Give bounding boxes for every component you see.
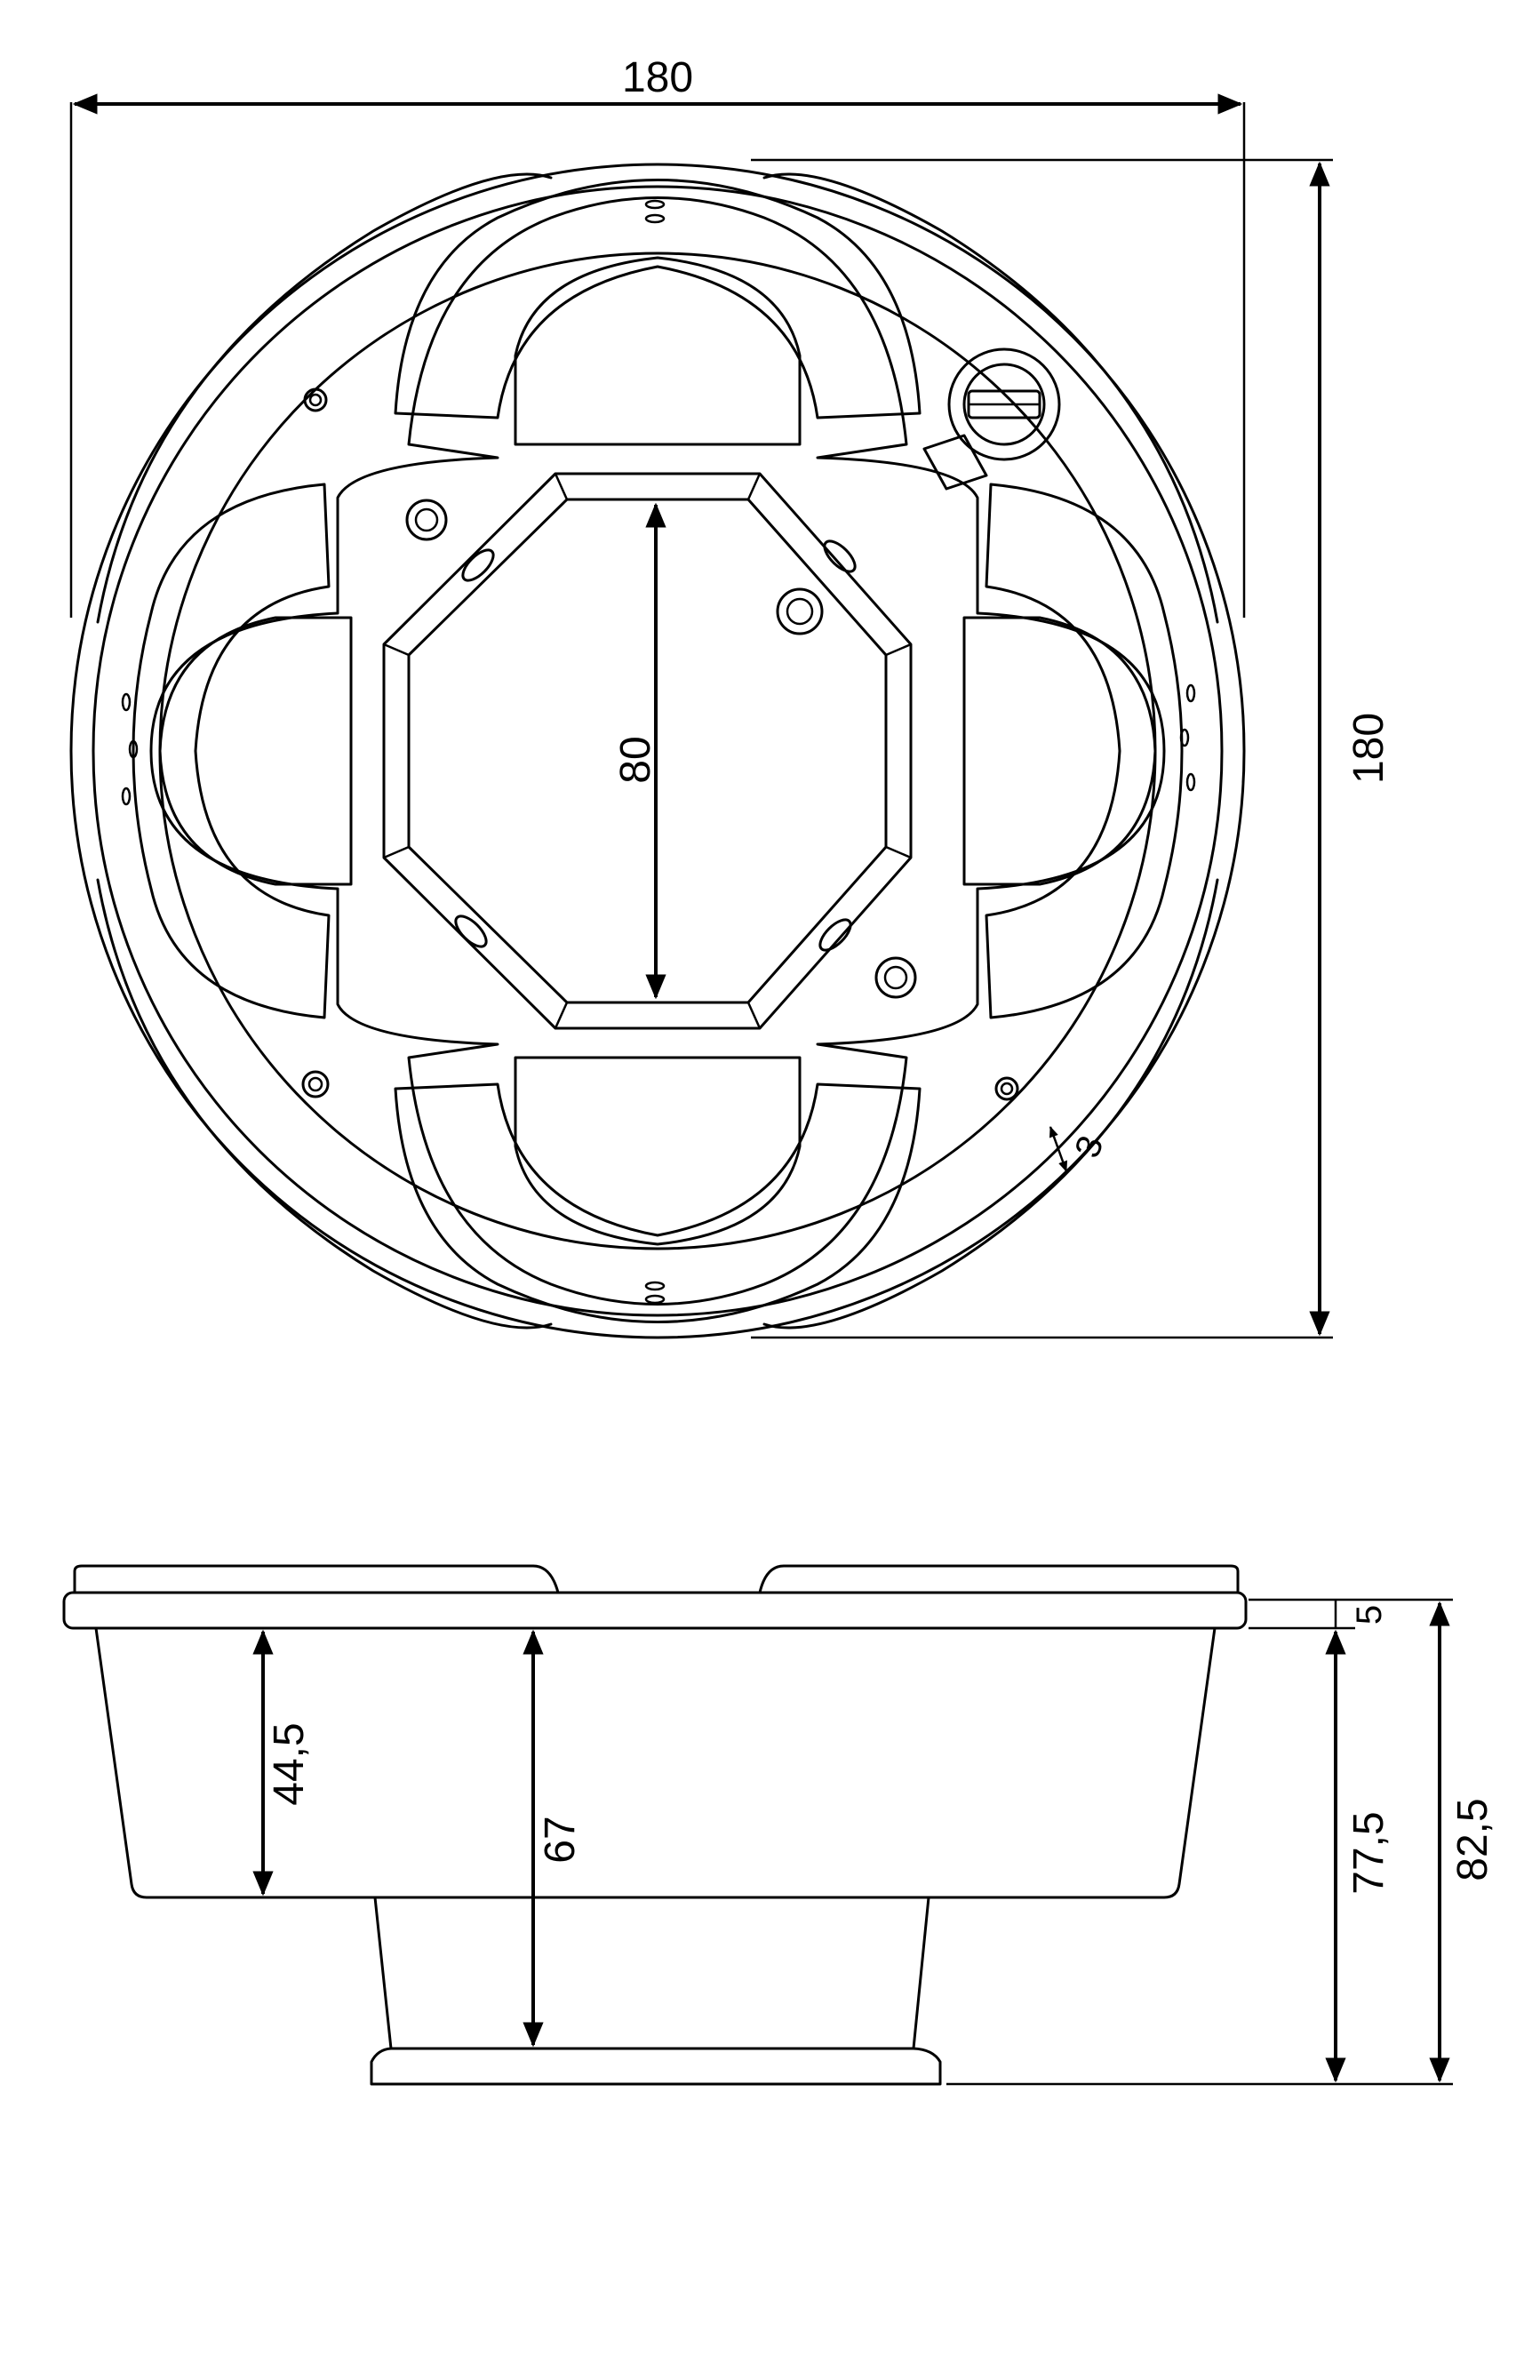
top-width-label: 180 — [622, 54, 693, 101]
jet-icon — [823, 539, 857, 573]
top-view: 180 180 80 3 — [69, 54, 1392, 1339]
side-shell — [94, 1626, 1217, 1899]
knob-icon — [303, 387, 328, 412]
headrest-right — [758, 1564, 1240, 1594]
top-height-dimension: 180 — [751, 158, 1392, 1339]
seat-depth-dimension: 44,5 — [252, 1629, 313, 1897]
jet-icon — [874, 956, 917, 999]
side-rim — [62, 1591, 1248, 1630]
seat-right-outer — [985, 483, 1184, 1019]
total-height-dimension: 82,5 — [1429, 1601, 1496, 2083]
jet-icon — [405, 499, 448, 541]
body-height-dimension: 77,5 — [1325, 1629, 1392, 2083]
basin-outline — [149, 196, 1166, 1306]
top-width-dimension: 180 — [69, 54, 1246, 618]
side-pedestal — [373, 1896, 930, 2050]
jet-icons — [121, 199, 1196, 1305]
rim-thickness-label: 5 — [1350, 1605, 1389, 1625]
jet-icon — [818, 918, 852, 952]
tub-inner-rim — [92, 185, 1224, 1317]
footwell-depth-dimension: 67 — [523, 1629, 584, 2048]
corner-rail-top-right — [762, 172, 1219, 624]
seat-bottom-outer — [394, 1082, 922, 1323]
side-view: 44,5 67 5 77,5 82,5 — [62, 1564, 1496, 2086]
seat-left-inner — [158, 616, 353, 886]
footwell-depth-label: 67 — [537, 1816, 584, 1863]
knob-icon — [301, 1070, 330, 1098]
knob-icon — [994, 1076, 1019, 1101]
footwell-dimension: 80 — [612, 502, 666, 1000]
seat-depth-label: 44,5 — [266, 1722, 313, 1805]
headrest-left — [73, 1564, 560, 1594]
seat-left-outer — [132, 483, 331, 1019]
seat-bottom-inner — [514, 1056, 802, 1246]
rim-label: 3 — [1067, 1130, 1111, 1162]
seat-right-inner — [962, 616, 1157, 886]
body-height-label: 77,5 — [1345, 1811, 1392, 1894]
jet-icon — [776, 587, 824, 635]
overflow-drain-icon — [922, 347, 1061, 491]
top-height-label: 180 — [1345, 713, 1392, 784]
side-base — [370, 2047, 942, 2086]
corner-rail-bottom-right — [762, 878, 1219, 1330]
seat-top-inner — [514, 256, 802, 446]
footwell-label: 80 — [612, 736, 659, 783]
seat-top-outer — [394, 179, 922, 419]
tub-outer-rim — [69, 163, 1246, 1339]
total-height-label: 82,5 — [1449, 1798, 1496, 1881]
rim-thickness-dimension: 5 — [1334, 1600, 1389, 1628]
corner-rail-top-left — [96, 172, 553, 624]
jet-icon — [461, 548, 495, 582]
corner-rail-bottom-left — [96, 878, 553, 1330]
jet-icon — [454, 914, 488, 948]
